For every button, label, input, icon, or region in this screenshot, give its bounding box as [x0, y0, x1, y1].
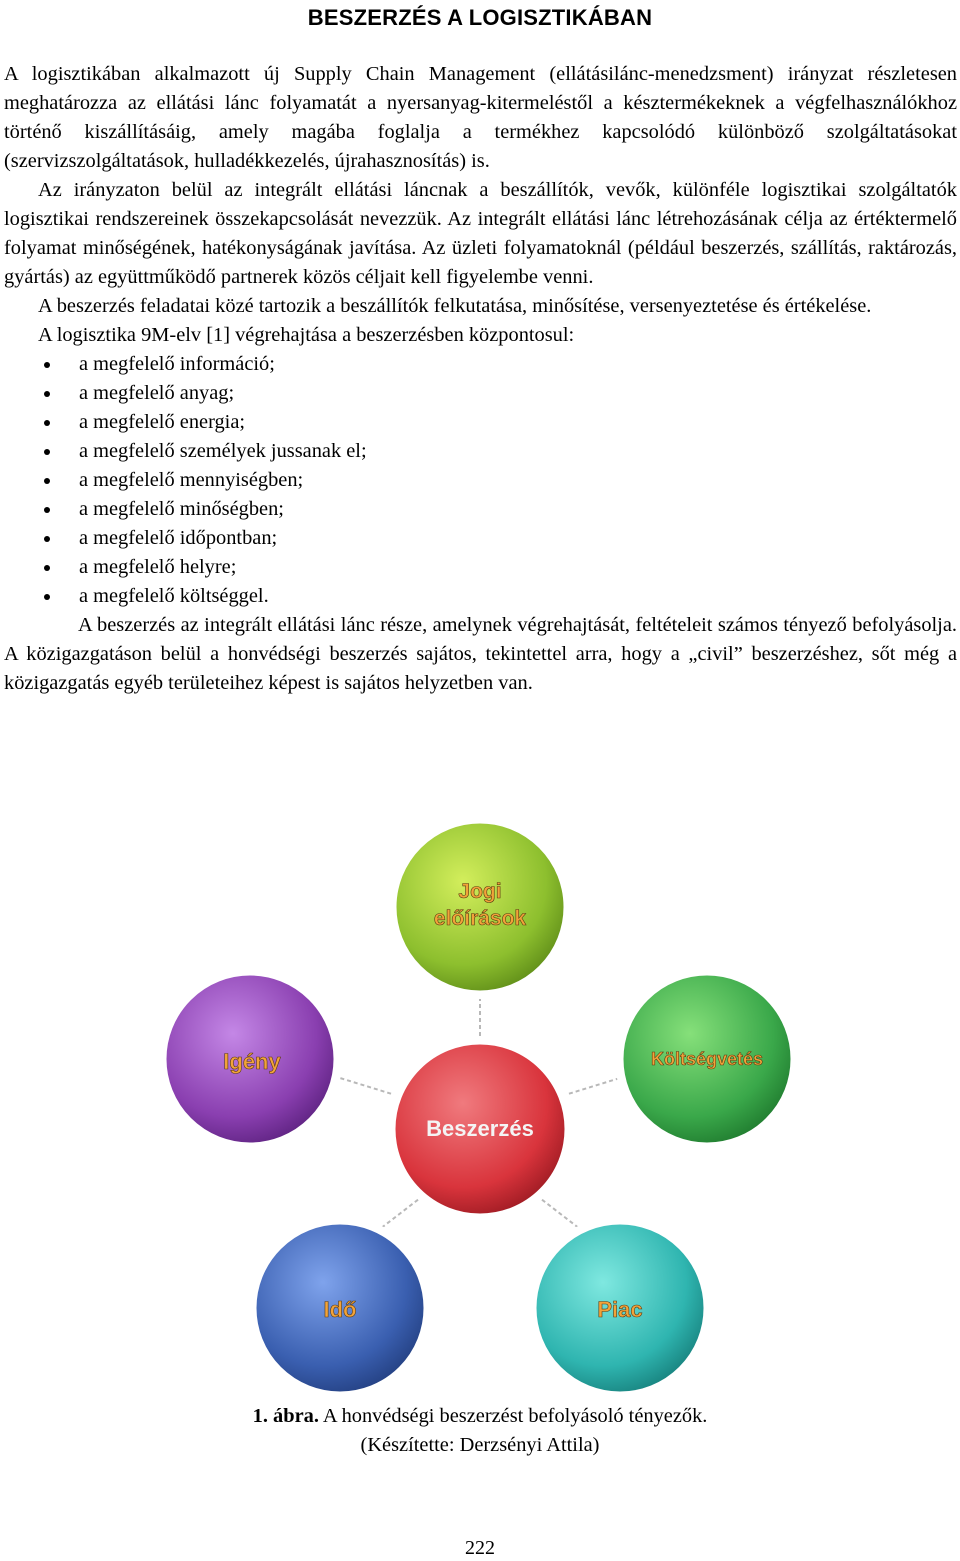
bullet-icon — [44, 565, 50, 571]
principles-list: a megfelelő információ; a megfelelő anya… — [4, 350, 957, 611]
factors-diagram: Jogi előírások Igény Költségvetés Idő Pi… — [158, 815, 799, 1400]
node-igeny: Igény — [158, 967, 342, 1151]
paragraph-3: A beszerzés feladatai közé tartozik a be… — [38, 295, 872, 317]
list-item: a megfelelő minőségben; — [4, 495, 957, 524]
node-label-left: Igény — [223, 1049, 281, 1074]
node-jogi-eloirasok: Jogi előírások — [388, 815, 572, 999]
node-label-bottom-right: Piac — [597, 1297, 642, 1322]
paragraph-5: A beszerzés az integrált ellátási lánc r… — [4, 614, 957, 694]
list-item: a megfelelő időpontban; — [4, 524, 957, 553]
node-label-bottom-left: Idő — [324, 1297, 357, 1322]
caption-text: A honvédségi beszerzést befolyásoló tény… — [318, 1405, 708, 1427]
caption-credit: (Készítette: Derzsényi Attila) — [360, 1434, 600, 1456]
list-item: a megfelelő helyre; — [4, 553, 957, 582]
paragraph-4: A logisztika 9M-elv [1] végrehajtása a b… — [38, 324, 575, 346]
list-item: a megfelelő információ; — [4, 350, 957, 379]
list-item: a megfelelő energia; — [4, 408, 957, 437]
bullet-icon — [44, 536, 50, 542]
paragraph-1: A logisztikában alkalmazott új Supply Ch… — [4, 63, 957, 172]
node-koltsegvetes: Költségvetés — [615, 967, 799, 1151]
body-text: A logisztikában alkalmazott új Supply Ch… — [4, 60, 957, 698]
list-item: a megfelelő mennyiségben; — [4, 466, 957, 495]
node-beszerzes: Beszerzés — [387, 1036, 573, 1222]
node-label-center: Beszerzés — [426, 1116, 534, 1141]
node-label-right: Költségvetés — [651, 1049, 763, 1069]
list-item: a megfelelő anyag; — [4, 379, 957, 408]
bullet-icon — [44, 391, 50, 397]
bullet-icon — [44, 420, 50, 426]
node-label-top-2: előírások — [434, 907, 527, 930]
caption-number: 1. ábra. — [252, 1405, 319, 1427]
list-item: a megfelelő személyek jussanak el; — [4, 437, 957, 466]
figure-caption: 1. ábra. A honvédségi beszerzést befolyá… — [0, 1402, 960, 1460]
bullet-icon — [44, 507, 50, 513]
bullet-icon — [44, 362, 50, 368]
bullet-icon — [44, 594, 50, 600]
connector-line — [375, 1191, 429, 1233]
page-title: BESZERZÉS A LOGISZTIKÁBAN — [307, 5, 653, 30]
node-label-top-1: Jogi — [458, 880, 501, 903]
node-ido: Idő — [248, 1216, 432, 1400]
bullet-icon — [44, 478, 50, 484]
paragraph-2: Az irányzaton belül az integrált ellátás… — [4, 179, 957, 288]
bullet-icon — [44, 449, 50, 455]
node-piac: Piac — [528, 1216, 712, 1400]
page-number: 222 — [465, 1537, 495, 1559]
connector-line — [531, 1191, 585, 1233]
list-item: a megfelelő költséggel. — [4, 582, 957, 611]
